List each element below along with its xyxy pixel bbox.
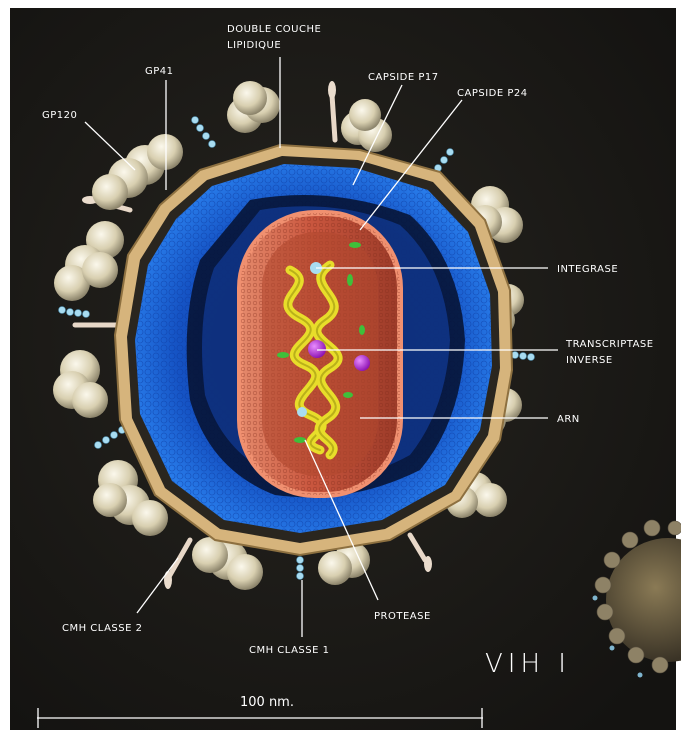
label-protease: PROTEASE	[374, 611, 431, 622]
label-cmh-classe-1: CMH CLASSE 1	[249, 645, 330, 656]
label-gp41: GP41	[145, 66, 174, 77]
rna-bead	[297, 407, 307, 417]
label-double-couche-1: DOUBLE COUCHE	[227, 24, 321, 35]
label-cmh-classe-2: CMH CLASSE 2	[62, 623, 143, 634]
label-transcriptase-2: INVERSE	[566, 355, 613, 366]
label-double-couche-2: LIPIDIQUE	[227, 40, 281, 51]
label-arn: ARN	[557, 414, 580, 425]
label-transcriptase-1: TRANSCRIPTASE	[565, 339, 654, 350]
scale-label: 100 nm.	[240, 695, 294, 710]
label-capside-p17: CAPSIDE P17	[368, 72, 439, 83]
label-gp120: GP120	[42, 110, 77, 121]
label-capside-p24: CAPSIDE P24	[457, 88, 528, 99]
diagram-title: VIH I	[485, 649, 571, 679]
transcriptase-molecule-1	[308, 340, 326, 358]
transcriptase-molecule-2	[354, 355, 370, 371]
label-integrase: INTEGRASE	[557, 264, 618, 275]
